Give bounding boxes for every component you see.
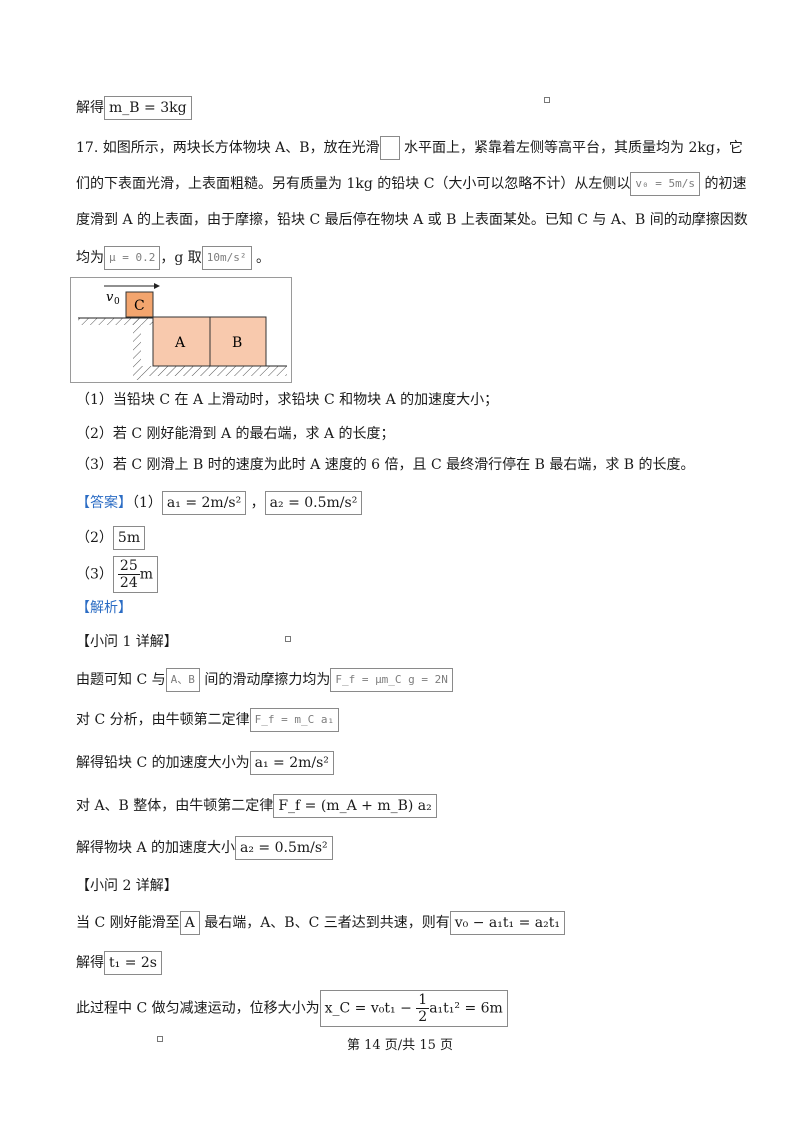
block-a-label: A xyxy=(174,335,186,351)
newton-equation-c: F_f = m_C a₁ xyxy=(249,708,340,732)
anchor-marker xyxy=(285,636,291,642)
block-a xyxy=(152,316,211,367)
analysis-text: 最右端，A、B、C 三者达到共速，则有 xyxy=(199,915,450,931)
question-1: （1）当铅块 C 在 A 上滑动时，求铅块 C 和物块 A 的加速度大小； xyxy=(76,392,499,408)
answer-line-1: 【答案】（1）a₁ = 2m/s² ，a₂ = 0.5m/s² xyxy=(76,491,363,515)
common-velocity-equation: v₀ − a₁t₁ = a₂t₁ xyxy=(449,911,565,935)
problem-text: ，g 取 xyxy=(160,250,202,266)
subquestion-2-heading: 【小问 2 详解】 xyxy=(76,878,178,894)
fraction-denominator: 2 xyxy=(418,1009,428,1025)
analysis-text: 对 C 分析，由牛顿第二定律 xyxy=(76,712,250,728)
blank-box xyxy=(379,136,400,160)
analysis-text: 对 A、B 整体，由牛顿第二定律 xyxy=(76,798,274,814)
accel-a-equation: a₂ = 0.5m/s² xyxy=(235,836,333,860)
equation-box: A xyxy=(179,911,200,935)
answer-part-label: （3） xyxy=(76,566,113,583)
block-b xyxy=(209,316,267,367)
time-equation: t₁ = 2s xyxy=(104,951,162,975)
question-3: （3）若 C 刚滑上 B 时的速度为此时 A 速度的 6 倍，且 C 最终滑行停… xyxy=(76,457,695,473)
answer-a1: a₁ = 2m/s² xyxy=(161,491,247,515)
equation-box: A、B xyxy=(165,668,200,692)
newton-equation-ab: F_f = (m_A + m_B) a₂ xyxy=(273,794,437,818)
problem-text: 度滑到 A 的上表面，由于摩擦，铅块 C 最后停在物块 A 或 B 上表面某处。… xyxy=(76,212,748,228)
problem-line-3: 度滑到 A 的上表面，由于摩擦，铅块 C 最后停在物块 A 或 B 上表面某处。… xyxy=(76,210,748,230)
anchor-marker xyxy=(157,1036,163,1042)
analysis-text: 解得物块 A 的加速度大小 xyxy=(76,840,236,856)
problem-text: 。 xyxy=(251,250,270,266)
block-b-label: B xyxy=(232,335,242,351)
physics-diagram: v 0 C A B xyxy=(70,277,292,383)
mu-equation: μ = 0.2 xyxy=(104,246,161,270)
v0-equation: v₀ = 5m/s xyxy=(630,172,701,196)
problem-text: 均为 xyxy=(76,250,104,266)
velocity-label: v xyxy=(106,290,114,305)
equation-part: x_C = v₀t₁ − xyxy=(324,1000,417,1017)
friction-equation: F_f = μm_C g = 2N xyxy=(330,668,453,692)
answer-part-label: （2） xyxy=(76,530,113,546)
problem-text: 水平面上，紧靠着左侧等高平台，其质量均为 2kg，它 xyxy=(399,140,743,156)
analysis-text: 解得 xyxy=(76,955,104,971)
answer-a2: a₂ = 0.5m/s² xyxy=(264,491,363,515)
question-2: （2）若 C 刚好能滑到 A 的最右端，求 A 的长度； xyxy=(76,426,395,442)
fraction-denominator: 24 xyxy=(119,575,138,591)
unit: m xyxy=(139,566,154,583)
equation-part: a₁t₁² = 6m xyxy=(429,1000,503,1017)
answer-line-2: （2）5m xyxy=(76,526,146,550)
problem-line-2: 们的下表面光滑，上表面粗糙。另有质量为 1kg 的铅块 C（大小可以忽略不计）从… xyxy=(76,172,746,196)
problem-text: 17. 如图所示，两块长方体物块 A、B，放在光滑 xyxy=(76,140,380,156)
answer-tag: 【答案】 xyxy=(76,495,132,511)
velocity-subscript: 0 xyxy=(114,297,120,307)
problem-line-1: 17. 如图所示，两块长方体物块 A、B，放在光滑 水平面上，紧靠着左侧等高平台… xyxy=(76,136,743,160)
problem-text: 们的下表面光滑，上表面粗糙。另有质量为 1kg 的铅块 C（大小可以忽略不计）从… xyxy=(76,176,631,192)
analysis-text: 此过程中 C 做匀减速运动，位移大小为 xyxy=(76,1000,320,1017)
g-equation: 10m/s² xyxy=(201,246,252,270)
fraction-numerator: 25 xyxy=(117,558,140,575)
problem-text: 的初速 xyxy=(700,176,747,192)
page-footer: 第 14 页/共 15 页 xyxy=(347,1038,453,1053)
accel-c-equation: a₁ = 2m/s² xyxy=(249,751,334,775)
answer-part-label: （1） xyxy=(132,495,162,511)
analysis-tag: 【解析】 xyxy=(76,598,132,618)
prev-answer-lead: 解得 xyxy=(76,100,104,116)
anchor-marker xyxy=(544,97,550,103)
answer-length-a: 5m xyxy=(112,526,146,550)
answer-separator: ， xyxy=(246,495,265,511)
analysis-text: 当 C 刚好能滑至 xyxy=(76,915,180,931)
analysis-text: 由题可知 C 与 xyxy=(76,672,166,688)
prev-answer-equation: m_B = 3kg xyxy=(104,96,192,120)
analysis-text: 解得铅块 C 的加速度大小为 xyxy=(76,755,250,771)
block-c-label: C xyxy=(134,298,145,314)
block-c xyxy=(125,291,154,318)
fraction-numerator: 1 xyxy=(416,992,430,1009)
analysis-text: 间的滑动摩擦力均为 xyxy=(199,672,331,688)
subquestion-1-heading: 【小问 1 详解】 xyxy=(76,634,178,650)
analysis-label: 【解析】 xyxy=(76,600,132,616)
